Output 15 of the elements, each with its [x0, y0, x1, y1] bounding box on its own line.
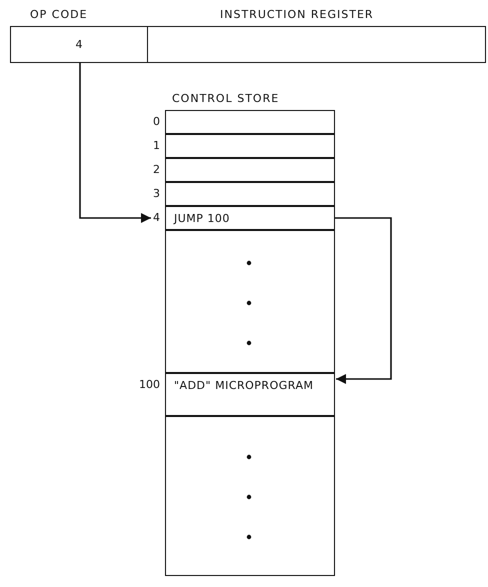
word-text: JUMP 100: [174, 211, 231, 226]
address-label: 1: [153, 139, 160, 152]
memory-heading: CONTROL STORE: [172, 92, 280, 105]
memory-region: [165, 416, 335, 576]
address-label: 100: [139, 378, 160, 391]
register-heading: INSTRUCTION REGISTER: [220, 8, 374, 21]
address-label: 4: [153, 211, 160, 224]
word-text: "ADD" MICROPROGRAM: [174, 378, 314, 393]
address-label: 2: [153, 163, 160, 176]
arrow: [335, 217, 392, 384]
field-heading: OP CODE: [30, 8, 88, 21]
address-label: 0: [153, 115, 160, 128]
address-label: 3: [153, 187, 160, 200]
arrow: [79, 63, 151, 223]
memory-region: [165, 230, 335, 373]
